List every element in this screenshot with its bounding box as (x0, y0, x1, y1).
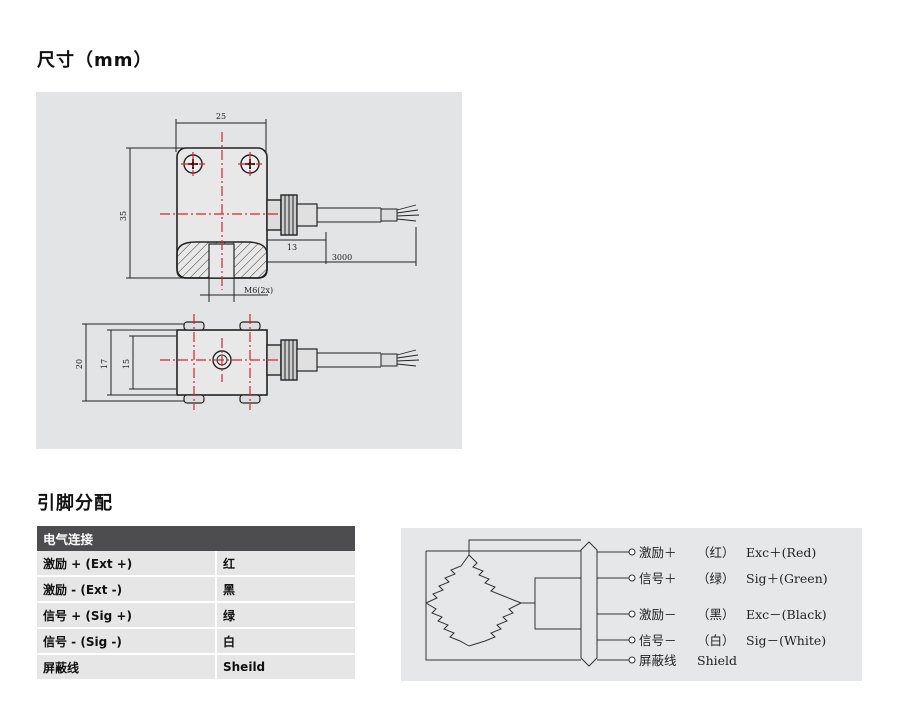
dim-13-label: 13 (287, 243, 297, 252)
signal-cell: 屏蔽线 (37, 654, 217, 681)
signal-cell: 信号 - (Sig -) (37, 628, 217, 655)
wire-color: （白） (697, 633, 735, 648)
wire-color: （黑） (697, 607, 735, 622)
pinout-heading: 引脚分配 (37, 493, 113, 514)
wire-code: Sig－(White) (746, 633, 826, 648)
signal-cell: 信号 + (Sig +) (37, 602, 217, 629)
table-row: 信号 - (Sig -) 白 (37, 628, 355, 655)
dimension-drawing: 25 35 13 3000 M6(2x) 20 17 15 (36, 92, 462, 449)
dim-17-label: 17 (100, 359, 109, 369)
wire-code: Sig＋(Green) (746, 571, 828, 586)
color-cell: 黑 (216, 576, 355, 603)
thread-label: M6(2x) (244, 286, 273, 295)
wire-code: Exc＋(Red) (746, 545, 816, 560)
table-row: 屏蔽线 Sheild (37, 654, 355, 681)
wiring-diagram: 激励＋ （红） Exc＋(Red) 信号＋ （绿） Sig＋(Green) 激励… (401, 528, 862, 681)
pin-table-header: 电气连接 (37, 526, 355, 551)
dimensions-heading: 尺寸（mm） (37, 50, 153, 71)
table-row: 激励 - (Ext -) 黑 (37, 576, 355, 603)
wire-name: 信号＋ (639, 571, 677, 586)
dim-cable-label: 3000 (332, 253, 352, 262)
signal-cell: 激励 - (Ext -) (37, 576, 217, 603)
table-row: 信号 + (Sig +) 绿 (37, 602, 355, 629)
wire-name: 屏蔽线 (639, 653, 677, 668)
color-cell: Sheild (216, 654, 355, 681)
color-cell: 红 (216, 551, 355, 577)
dim-height-label: 35 (119, 211, 128, 221)
dim-width-label: 25 (216, 112, 226, 121)
dim-20-label: 20 (75, 359, 84, 369)
wire-color: （绿） (697, 571, 735, 586)
wire-name: 激励＋ (639, 545, 677, 560)
wire-code: Exc－(Black) (746, 607, 827, 622)
dim-15-label: 15 (122, 359, 131, 369)
signal-cell: 激励 + (Ext +) (37, 551, 217, 577)
color-cell: 绿 (216, 602, 355, 629)
color-cell: 白 (216, 628, 355, 655)
wire-name: 信号－ (639, 633, 677, 648)
table-row: 激励 + (Ext +) 红 (37, 551, 355, 577)
wire-color: （红） (697, 545, 735, 560)
wire-name: 激励－ (639, 607, 677, 622)
wire-code: Shield (697, 653, 737, 668)
pin-table: 电气连接 激励 + (Ext +) 红 激励 - (Ext -) 黑 信号 + … (37, 526, 355, 681)
